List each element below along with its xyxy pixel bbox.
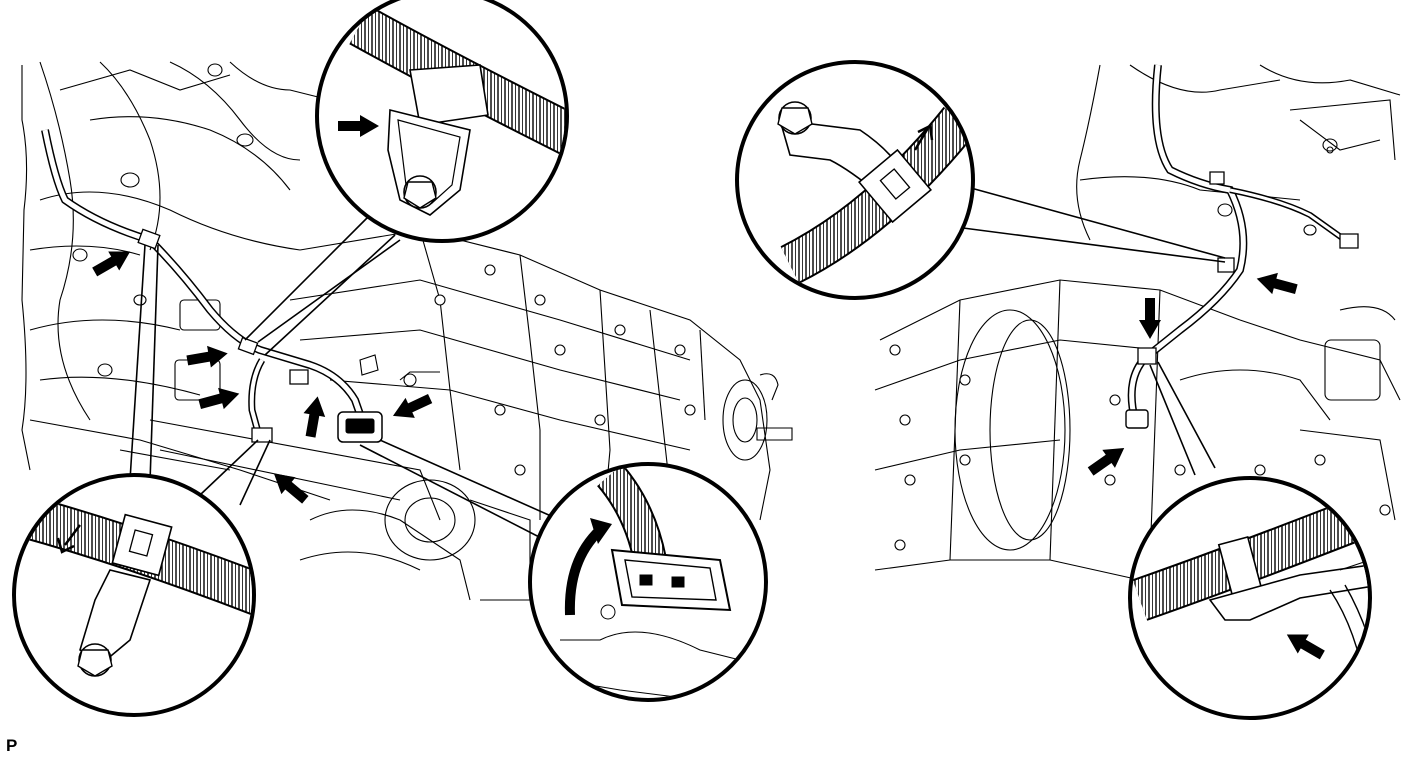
left-view-arrows: [89, 241, 435, 509]
upper-clamp-detail: [737, 62, 973, 298]
arrow-icon: [185, 342, 230, 372]
right-view-arrows: [1084, 267, 1300, 481]
arrow-icon: [1139, 298, 1161, 339]
lower-left-clamp-detail: [14, 475, 260, 715]
left-view-wire-harness: [45, 130, 382, 442]
arrow-icon: [1253, 267, 1300, 300]
top-clamp-detail: [317, 0, 580, 241]
arrow-icon: [266, 465, 313, 509]
left-view-leader-lines: [130, 215, 560, 540]
lower-right-clamp-detail: [1130, 478, 1390, 718]
arrow-icon: [388, 388, 435, 426]
connector-detail: [530, 464, 766, 700]
right-view-leader-lines: [940, 185, 1225, 475]
right-view-wire-harness: [1126, 65, 1358, 428]
arrow-icon: [299, 394, 329, 439]
arrow-icon: [1084, 438, 1131, 481]
arrow-icon: [89, 241, 136, 282]
right-view-transmission: [875, 65, 1400, 580]
figure-code: P: [6, 736, 18, 755]
